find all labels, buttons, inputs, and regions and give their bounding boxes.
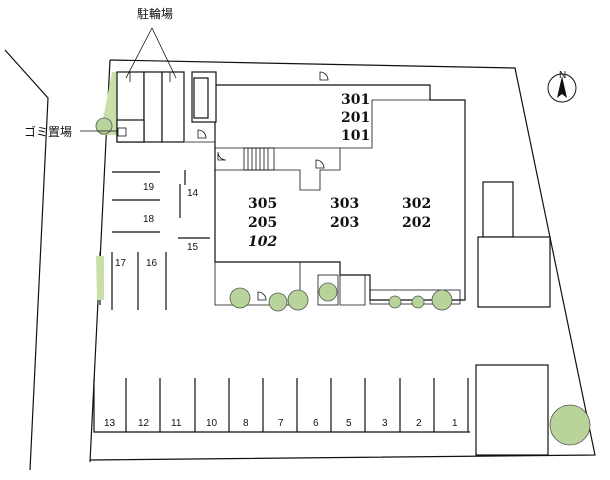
room-102: 102 [248,234,277,250]
door-arc [257,291,267,301]
parking-11: 11 [171,418,182,429]
road-line-left [4,49,49,471]
parking-1: 1 [452,418,458,429]
tree-icon [229,287,251,309]
tree-icon [411,295,425,309]
room-301: 301 [341,92,370,108]
parking-3: 3 [382,418,388,429]
tree-icon [431,289,453,311]
room-202: 202 [402,215,431,231]
room-305: 305 [248,196,277,212]
door-arc [319,71,329,81]
room-303: 303 [330,196,359,212]
tree-icon [95,117,113,135]
site-boundary [89,59,596,461]
room-302: 302 [402,196,431,212]
parking-6: 6 [313,418,319,429]
bicycle-shed-3 [161,71,185,143]
parking-13: 13 [104,418,116,429]
building-inner [215,99,430,191]
garbage-box [116,119,145,143]
room-201: 201 [341,110,370,126]
door-arc [217,151,227,161]
door-arc [197,129,207,139]
parking-5: 5 [346,418,352,429]
parking-2: 2 [416,418,422,429]
neighbor-building [477,236,551,308]
building-inner [339,262,366,306]
north-label: N [559,70,566,81]
tree-icon [268,292,288,312]
building-inner [214,85,301,306]
tree-icon [388,295,402,309]
building-wing-inner [193,77,209,119]
parking-15: 15 [187,242,199,253]
garbage-label: ゴミ置場 [24,124,72,139]
bicycle-parking-label: 駐輪場 [137,6,173,21]
north-arrow-icon: N [547,70,577,103]
bicycle-label-pointer [151,27,177,79]
utility-box [317,274,339,306]
parking-18: 18 [143,214,155,225]
neighbor-building [482,181,514,238]
bottom-parking-lines [93,378,470,433]
parking-16: 16 [146,258,158,269]
room-101: 101 [341,128,370,144]
stairs [243,147,275,171]
tree-icon [549,404,591,446]
parking-17: 17 [115,258,127,269]
door-arc [315,159,325,169]
bicycle-label-pointer [125,27,153,79]
parking-14: 14 [187,188,199,199]
greenery-strip [96,256,104,300]
tree-icon [287,289,309,311]
parking-10: 10 [206,418,218,429]
bicycle-shed-2 [143,71,163,143]
parking-7: 7 [278,418,284,429]
neighbor-building [475,364,549,456]
parking-19: 19 [143,182,155,193]
room-203: 203 [330,215,359,231]
tree-icon [318,282,338,302]
room-205: 205 [248,215,277,231]
parking-12: 12 [138,418,150,429]
parking-8: 8 [243,418,249,429]
stairs-steps [247,148,269,170]
garbage-inner [117,127,127,137]
